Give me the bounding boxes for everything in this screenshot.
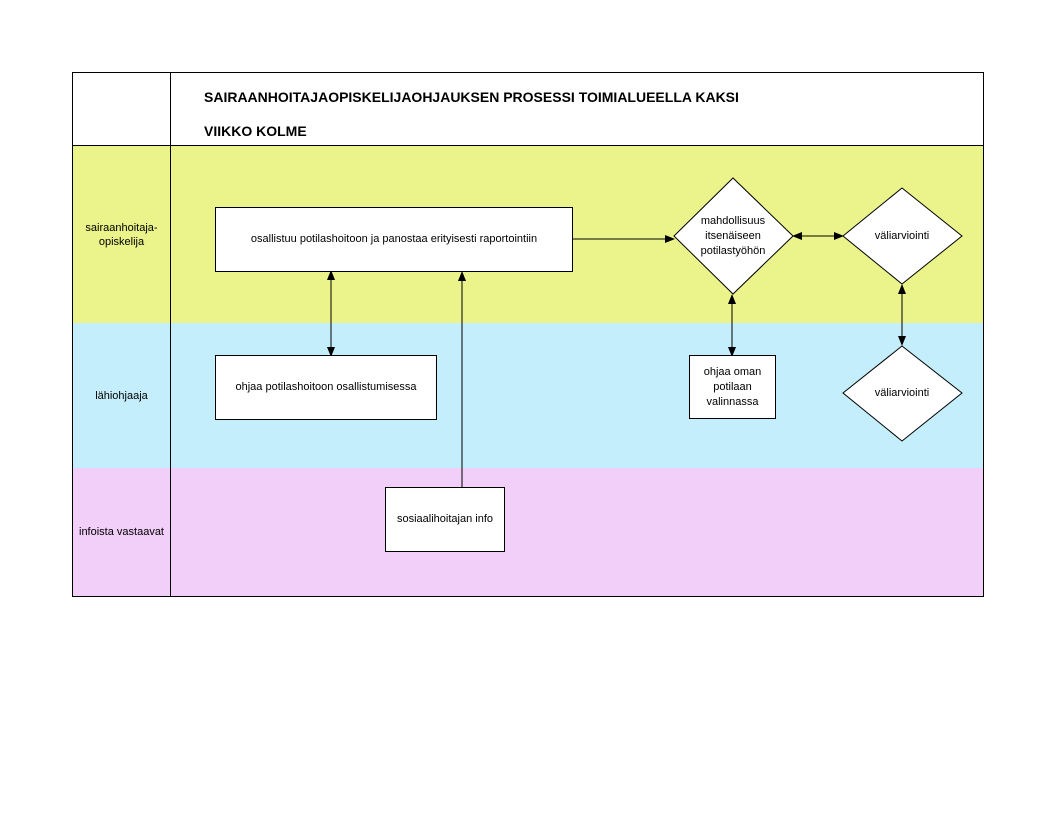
guide-patient-box: ohjaa oman potilaan valinnassa [689, 355, 776, 419]
lane-info: infoista vastaavat [72, 468, 984, 597]
social-info-box: sosiaalihoitajan info [385, 487, 505, 552]
diagram-title: SAIRAANHOITAJAOPISKELIJAOHJAUKSEN PROSES… [204, 89, 739, 105]
lane-label-info: infoista vastaavat [73, 468, 171, 596]
guide-care-box: ohjaa potilashoitoon osallistumisessa [215, 355, 437, 420]
interim-diamond-top [842, 187, 963, 285]
interim-label-bottom: väliarviointi [874, 386, 930, 399]
lane-label-student: sairaanhoitaja-opiskelija [73, 146, 171, 323]
possibility-label: mahdollisuus itsenäiseen potilastyöhön [700, 214, 766, 257]
header-label-cell [72, 72, 171, 146]
lane-label-supervisor: lähiohjaaja [73, 323, 171, 468]
interim-label-top: väliarviointi [874, 229, 930, 242]
diagram-subtitle: VIIKKO KOLME [204, 123, 307, 139]
participate-box: osallistuu potilashoitoon ja panostaa er… [215, 207, 573, 272]
possibility-diamond [673, 177, 794, 295]
interim-diamond-bottom [842, 345, 963, 442]
